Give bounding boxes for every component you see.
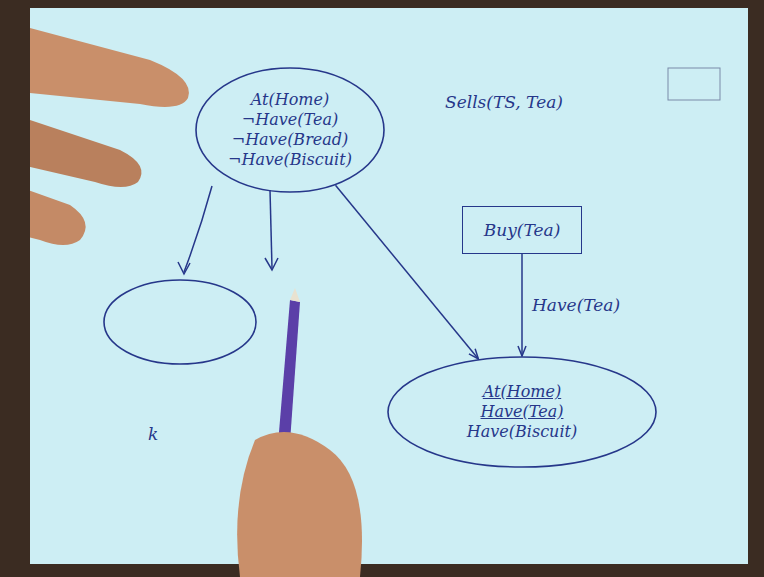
node-text: At(Home): [483, 382, 561, 402]
node-text: ¬Have(Biscuit): [228, 150, 352, 170]
node-text: ¬Have(Bread): [232, 130, 349, 150]
predicate-label: Sells(TS, Tea): [445, 92, 563, 112]
stamp-box: [668, 68, 720, 100]
arrow-head: [265, 258, 278, 270]
hand: [237, 432, 362, 577]
note-letter: k: [148, 424, 158, 444]
edge-label: Have(Tea): [532, 295, 620, 315]
hand: [0, 0, 189, 577]
arrow-connector: [521, 254, 523, 356]
node-text: Buy(Tea): [484, 220, 561, 240]
arrow-head: [178, 262, 190, 274]
goal-state-ellipse: At(Home)Have(Tea)Have(Biscuit): [387, 356, 657, 468]
node-text: Have(Tea): [481, 402, 564, 422]
branch-arrow: [270, 190, 272, 268]
node-text: ¬Have(Tea): [242, 110, 338, 130]
empty-state-ellipse: [104, 280, 256, 364]
initial-state-ellipse: At(Home)¬Have(Tea)¬Have(Bread)¬Have(Bisc…: [195, 67, 385, 193]
node-text: At(Home): [251, 90, 329, 110]
node-text: Have(Biscuit): [467, 422, 577, 442]
action-box: Buy(Tea): [462, 206, 582, 254]
arrow-connector: [335, 185, 478, 359]
branch-arrow: [184, 186, 212, 272]
